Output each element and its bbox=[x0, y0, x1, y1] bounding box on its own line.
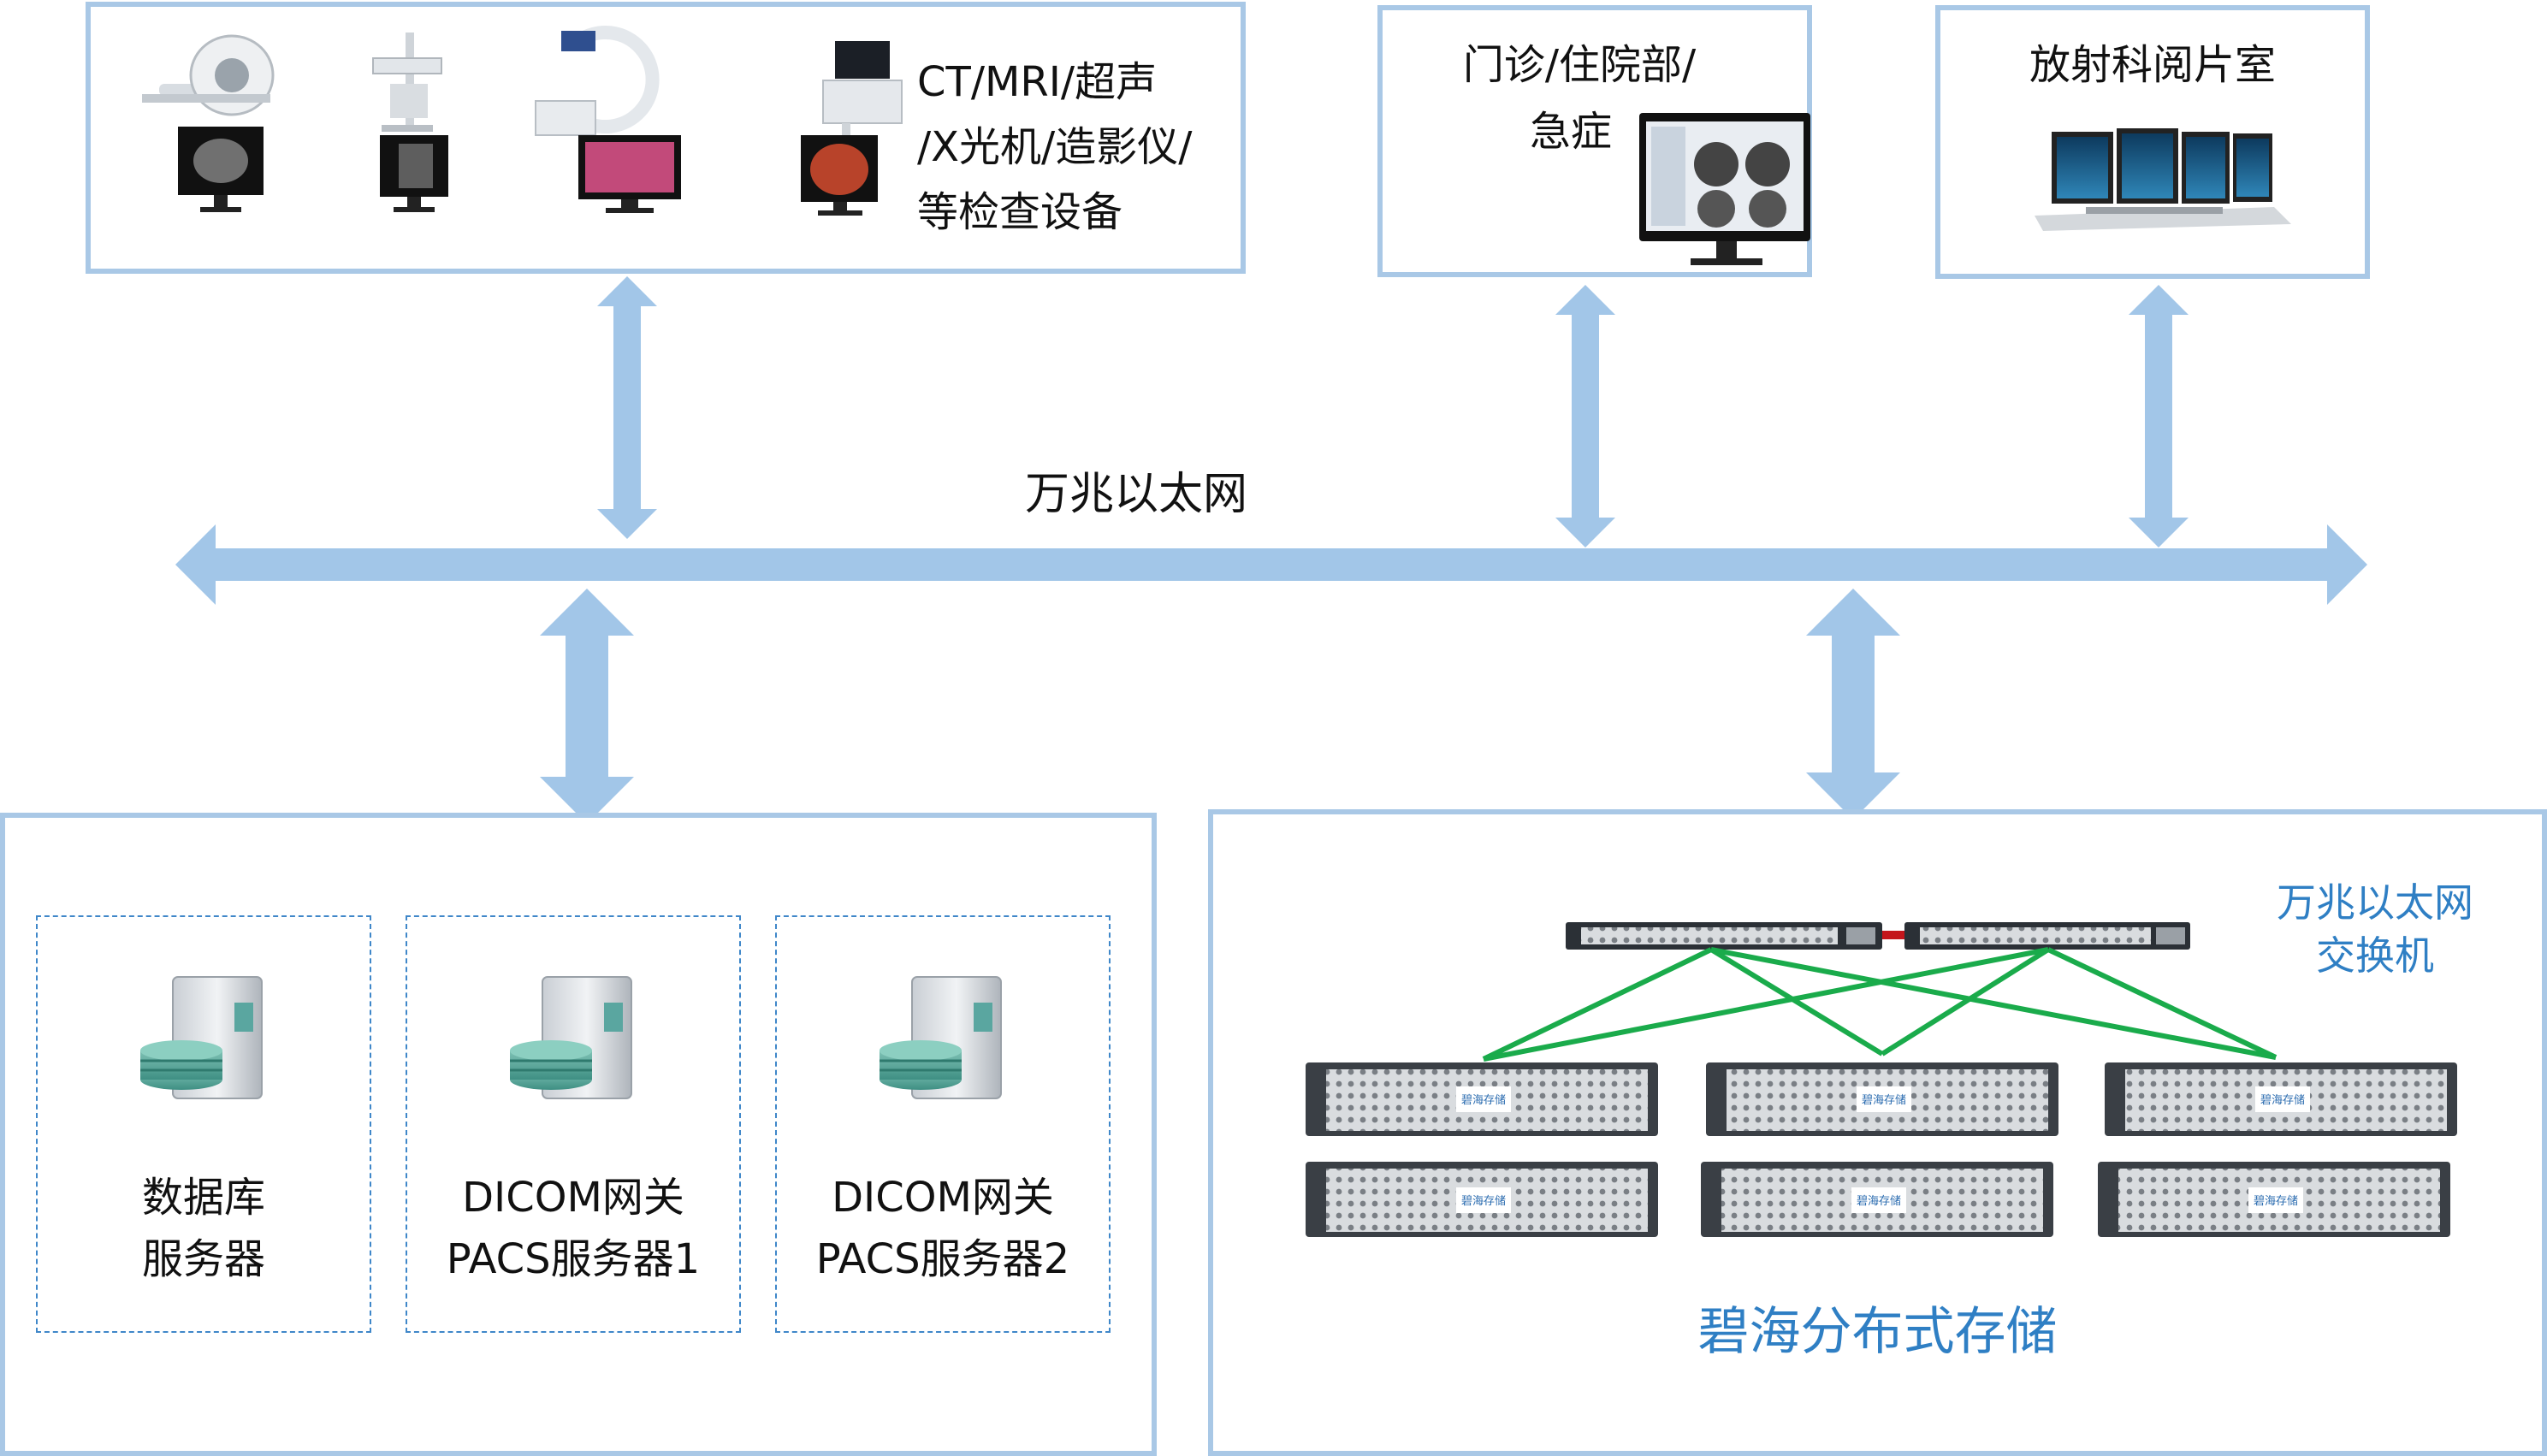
storage-node: 碧海存储 bbox=[1306, 1162, 1658, 1237]
xray-machine-icon bbox=[372, 33, 448, 212]
clinic-monitor-icon bbox=[1639, 113, 1810, 265]
ethernet-switch-left bbox=[1566, 922, 1882, 950]
imaging-devices-box: CT/MRI/超声 /X光机/造影仪/ 等检查设备 bbox=[86, 2, 1246, 274]
ct-scanner-icon bbox=[142, 34, 275, 212]
storage-box: 碧海存储 碧海存储 碧海存储 碧海存储 碧海存储 bbox=[1208, 809, 2547, 1456]
database-server-icon bbox=[140, 976, 263, 1099]
database-server-label-line1: 数据库 bbox=[141, 1174, 265, 1222]
pacs2-server-label-line2: PACS服务器2 bbox=[815, 1235, 1070, 1283]
imaging-devices-illustration bbox=[142, 26, 903, 216]
storage-node: 碧海存储 bbox=[2105, 1062, 2457, 1136]
server-card-pacs2: DICOM网关 PACS服务器2 bbox=[775, 915, 1111, 1333]
radiology-workstation-icon bbox=[2035, 128, 2291, 231]
pacs2-server-icon bbox=[880, 976, 1002, 1099]
storage-title: 碧海分布式存储 bbox=[1697, 1302, 2058, 1362]
svg-text:碧海存储: 碧海存储 bbox=[1461, 1093, 1506, 1106]
devices-label-line2: /X光机/造影仪/ bbox=[917, 123, 1193, 171]
arrow-devices-bus bbox=[597, 276, 657, 539]
network-label: 万兆以太网 bbox=[1025, 469, 1248, 520]
ultrasound-icon bbox=[801, 41, 903, 216]
clinic-box: 门诊/住院部/ 急症 bbox=[1377, 5, 1812, 277]
devices-label-line3: 等检查设备 bbox=[917, 188, 1123, 236]
arrow-bus-storage bbox=[1806, 589, 1900, 820]
pacs2-server-label-line1: DICOM网关 bbox=[832, 1174, 1054, 1222]
storage-node: 碧海存储 bbox=[1306, 1062, 1658, 1136]
storage-node: 碧海存储 bbox=[1706, 1062, 2058, 1136]
server-card-database: 数据库 服务器 bbox=[36, 915, 371, 1333]
database-server-label-line2: 服务器 bbox=[141, 1235, 265, 1283]
storage-cluster-illustration: 碧海存储 碧海存储 碧海存储 碧海存储 碧海存储 bbox=[1306, 922, 2457, 1237]
switch-label-line2: 交换机 bbox=[2316, 932, 2434, 979]
storage-node: 碧海存储 bbox=[2098, 1162, 2450, 1237]
radiology-box: 放射科阅片室 bbox=[1935, 5, 2370, 279]
svg-text:碧海存储: 碧海存储 bbox=[1461, 1194, 1506, 1207]
arrow-radiology-bus bbox=[2129, 285, 2189, 547]
storage-node: 碧海存储 bbox=[1701, 1162, 2053, 1237]
switch-label-line1: 万兆以太网 bbox=[2277, 879, 2473, 926]
radiology-title: 放射科阅片室 bbox=[2029, 41, 2276, 89]
pacs1-server-label-line1: DICOM网关 bbox=[462, 1174, 684, 1222]
servers-box: 数据库 服务器 DICOM网关 PACS服务器1 DICOM网关 PACS服务器… bbox=[0, 813, 1157, 1456]
storage-uplinks bbox=[1482, 947, 2277, 1062]
ethernet-bus-arrow bbox=[175, 524, 2367, 605]
server-card-pacs1: DICOM网关 PACS服务器1 bbox=[406, 915, 741, 1333]
arrow-bus-servers bbox=[540, 589, 634, 824]
svg-text:碧海存储: 碧海存储 bbox=[1862, 1093, 1906, 1106]
pacs1-server-icon bbox=[510, 976, 632, 1099]
clinic-label-line2: 急症 bbox=[1529, 108, 1612, 156]
devices-label-line1: CT/MRI/超声 bbox=[917, 58, 1158, 106]
arrow-clinic-bus bbox=[1555, 285, 1615, 547]
pacs1-server-label-line2: PACS服务器1 bbox=[446, 1235, 701, 1283]
ethernet-switch-right bbox=[1904, 922, 2190, 950]
svg-text:碧海存储: 碧海存储 bbox=[2254, 1194, 2298, 1207]
svg-text:碧海存储: 碧海存储 bbox=[1857, 1194, 1901, 1207]
svg-text:碧海存储: 碧海存储 bbox=[2260, 1093, 2305, 1106]
c-arm-icon bbox=[535, 26, 681, 213]
clinic-label-line1: 门诊/住院部/ bbox=[1462, 41, 1697, 89]
